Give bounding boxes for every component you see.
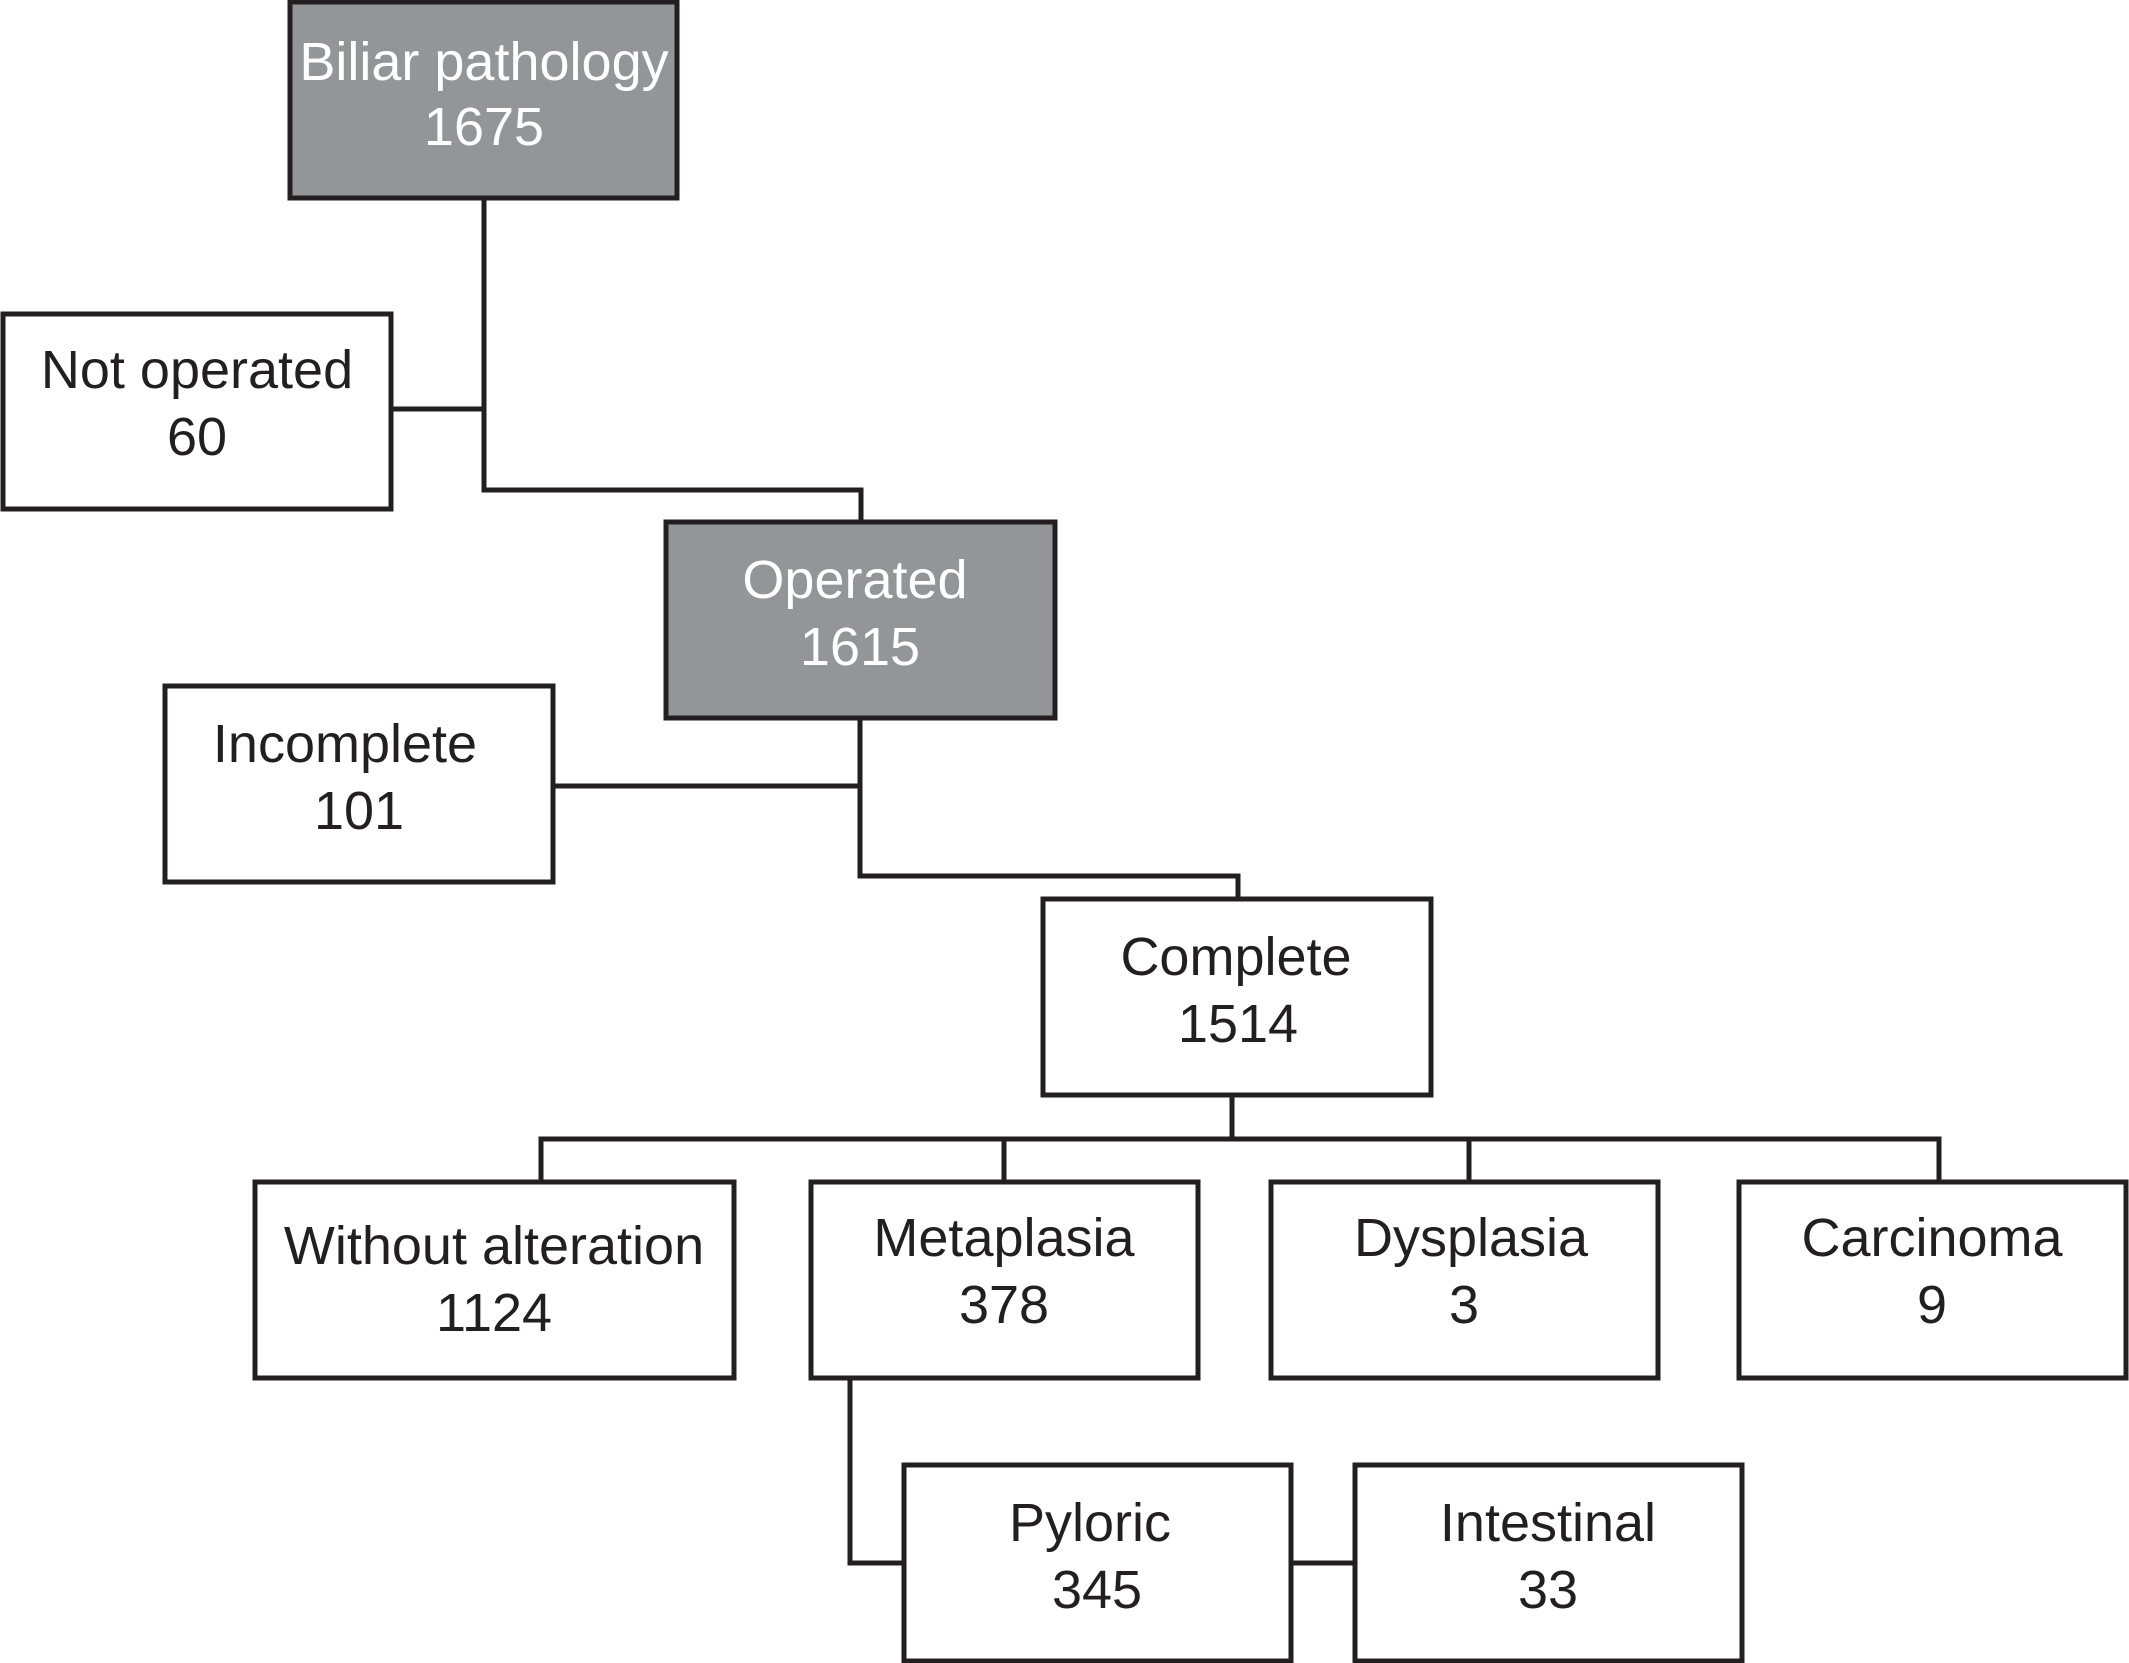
node-not-operated-label: Not operated <box>41 340 353 400</box>
node-dysplasia-box <box>1268 1179 1661 1381</box>
node-dysplasia: Dysplasia 3 <box>1268 1179 1661 1381</box>
node-complete: Complete 1514 <box>1040 896 1434 1098</box>
node-intestinal-count: 33 <box>1518 1560 1578 1620</box>
node-pyloric-label: Pyloric <box>1009 1493 1171 1553</box>
node-metaplasia-label: Metaplasia <box>873 1208 1135 1268</box>
node-operated-label: Operated <box>742 550 967 610</box>
node-without-alteration-box <box>252 1179 737 1381</box>
node-not-operated-box <box>0 311 394 512</box>
connector-operated-to-complete <box>857 715 1241 902</box>
node-carcinoma-count: 9 <box>1917 1275 1947 1335</box>
node-complete-box <box>1040 896 1434 1098</box>
node-without-alteration-label: Without alteration <box>284 1216 704 1276</box>
node-metaplasia-box <box>808 1179 1201 1381</box>
node-complete-count: 1514 <box>1178 994 1298 1054</box>
node-biliar-pathology-label: Biliar pathology <box>299 32 668 92</box>
node-without-alteration: Without alteration 1124 <box>252 1179 737 1381</box>
node-without-alteration-count: 1124 <box>436 1283 552 1343</box>
node-intestinal-label: Intestinal <box>1440 1493 1656 1553</box>
node-carcinoma-label: Carcinoma <box>1801 1208 2063 1268</box>
connectors <box>388 195 1942 1566</box>
node-biliar-pathology-count: 1675 <box>424 97 544 157</box>
node-dysplasia-label: Dysplasia <box>1354 1208 1589 1268</box>
node-operated-count: 1615 <box>800 617 920 677</box>
node-not-operated-count: 60 <box>167 407 227 467</box>
node-operated: Operated 1615 <box>663 519 1058 721</box>
node-carcinoma-box <box>1736 1179 2129 1381</box>
node-not-operated: Not operated 60 <box>0 311 394 512</box>
connector-biliar-to-operated <box>481 195 864 525</box>
node-biliar-pathology: Biliar pathology 1675 <box>287 0 680 201</box>
node-operated-box <box>663 519 1058 721</box>
node-incomplete-count: 101 <box>314 781 404 841</box>
node-metaplasia: Metaplasia 378 <box>808 1179 1201 1381</box>
node-pyloric-count: 345 <box>1052 1560 1142 1620</box>
node-incomplete: Incomplete 101 <box>162 683 556 885</box>
connector-metaplasia-to-pyloric <box>847 1376 907 1566</box>
node-intestinal-box <box>1352 1462 1745 1663</box>
node-pyloric: Pyloric 345 <box>901 1462 1294 1663</box>
node-biliar-pathology-box <box>287 0 680 201</box>
node-incomplete-label: Incomplete <box>213 714 477 774</box>
node-complete-label: Complete <box>1120 927 1351 987</box>
node-pyloric-box <box>901 1462 1294 1663</box>
node-dysplasia-count: 3 <box>1449 1275 1479 1335</box>
node-intestinal: Intestinal 33 <box>1352 1462 1745 1663</box>
node-incomplete-box <box>162 683 556 885</box>
node-carcinoma: Carcinoma 9 <box>1736 1179 2129 1381</box>
node-metaplasia-count: 378 <box>959 1275 1049 1335</box>
